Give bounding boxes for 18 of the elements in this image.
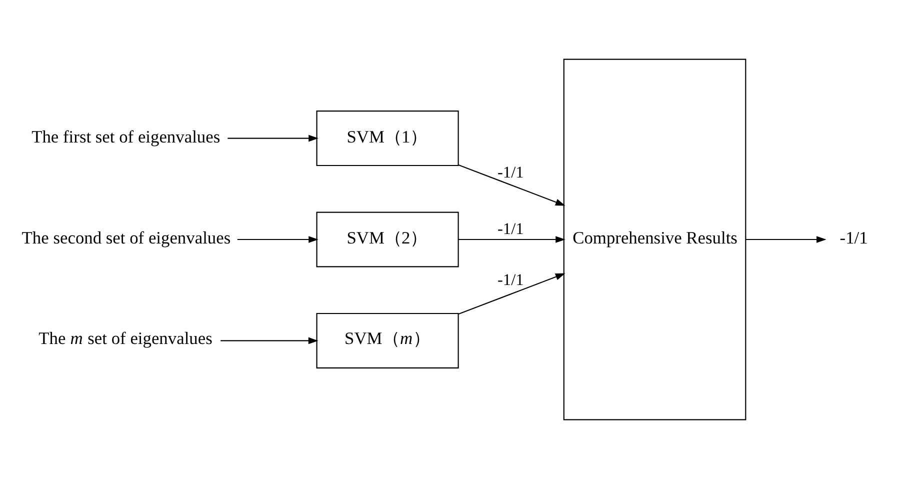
edge-label: -1/1	[497, 270, 524, 290]
arrow	[458, 164, 566, 206]
node-box: SVM（1）	[316, 110, 459, 166]
node-box: SVM（m）	[316, 312, 459, 368]
node-text: The m set of eigenvalues	[38, 328, 212, 348]
edge-label: -1/1	[497, 162, 524, 182]
arrow	[458, 273, 566, 314]
node-box: SVM（2）	[316, 212, 459, 268]
node-text: The first set of eigenvalues	[32, 126, 220, 146]
arrow	[228, 134, 318, 142]
arrow	[237, 236, 318, 243]
node-text: The second set of eigenvalues	[22, 228, 231, 248]
node-text: -1/1	[840, 228, 868, 248]
node-box: Comprehensive Results	[563, 58, 746, 420]
edge-label: -1/1	[497, 219, 524, 238]
arrow	[458, 236, 566, 243]
arrow	[220, 337, 318, 344]
arrow	[746, 236, 826, 243]
